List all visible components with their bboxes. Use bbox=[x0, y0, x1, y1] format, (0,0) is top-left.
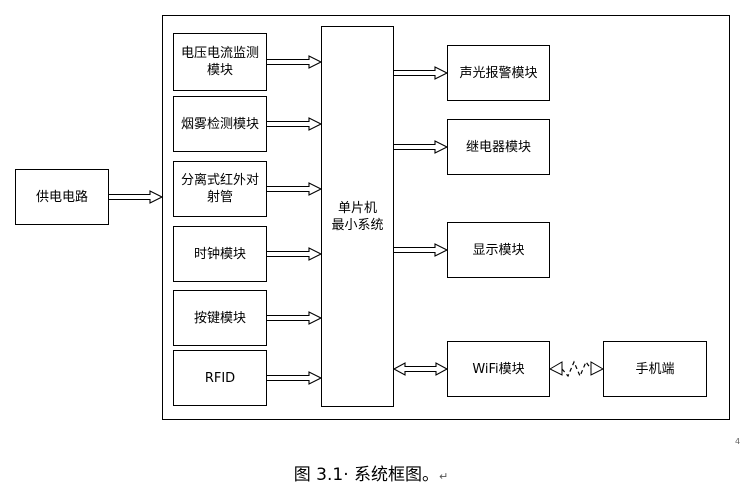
mcu-label-line-1: 单片机 bbox=[337, 200, 377, 216]
mcu-label-line-2: 最小系统 bbox=[331, 217, 384, 233]
input-block-clock: 时钟模块 bbox=[173, 226, 267, 282]
wireless-arrowhead-left bbox=[548, 361, 563, 376]
power-supply-label: 供电电路 bbox=[35, 189, 88, 205]
input-block-smoke: 烟雾检测模块 bbox=[173, 96, 267, 152]
arrow-input-5-to-mcu bbox=[267, 311, 323, 325]
input-label-smoke: 烟雾检测模块 bbox=[180, 116, 259, 132]
input-block-voltage-current: 电压电流监测模块 bbox=[173, 33, 267, 91]
caption-return-mark: ↵ bbox=[439, 470, 449, 483]
output-label-relay: 继电器模块 bbox=[465, 139, 531, 155]
arrow-power-to-system bbox=[109, 190, 164, 204]
input-label-voltage-current: 电压电流监测模块 bbox=[180, 46, 259, 78]
arrow-mcu-to-output-3 bbox=[394, 243, 449, 257]
arrow-input-2-to-mcu bbox=[267, 117, 323, 131]
output-label-wifi: WiFi模块 bbox=[472, 361, 525, 377]
arrow-input-6-to-mcu bbox=[267, 371, 323, 385]
phone-label: 手机端 bbox=[635, 361, 675, 377]
arrow-input-4-to-mcu bbox=[267, 247, 323, 261]
input-label-infrared: 分离式红外对射管 bbox=[180, 173, 259, 205]
input-block-keys: 按键模块 bbox=[173, 290, 267, 346]
output-label-alarm: 声光报警模块 bbox=[459, 65, 538, 81]
output-block-display: 显示模块 bbox=[447, 222, 550, 278]
arrow-input-1-to-mcu bbox=[267, 55, 323, 69]
mcu-block: 单片机 最小系统 bbox=[321, 26, 394, 407]
caption-text: 图 3.1· 系统框图。 bbox=[293, 465, 440, 485]
arrow-mcu-to-output-1 bbox=[394, 66, 449, 80]
wireless-arrowhead-right bbox=[590, 361, 605, 376]
arrow-input-3-to-mcu bbox=[267, 182, 323, 196]
output-block-alarm: 声光报警模块 bbox=[447, 45, 550, 101]
input-label-clock: 时钟模块 bbox=[193, 246, 246, 262]
input-label-rfid: RFID bbox=[204, 370, 236, 386]
system-boundary bbox=[162, 15, 730, 420]
output-block-relay: 继电器模块 bbox=[447, 119, 550, 175]
arrow-mcu-wifi-bidirectional bbox=[392, 362, 449, 376]
input-block-rfid: RFID bbox=[173, 350, 267, 406]
output-label-display: 显示模块 bbox=[472, 242, 525, 258]
wireless-link-line bbox=[561, 360, 592, 378]
input-label-keys: 按键模块 bbox=[193, 310, 246, 326]
phone-block: 手机端 bbox=[603, 341, 707, 397]
input-block-infrared: 分离式红外对射管 bbox=[173, 161, 267, 217]
mcu-label: 单片机 最小系统 bbox=[327, 200, 387, 234]
power-supply-block: 供电电路 bbox=[15, 169, 109, 225]
figure-caption: 图 3.1· 系统框图。↵ bbox=[0, 460, 742, 485]
arrow-mcu-to-output-2 bbox=[394, 140, 449, 154]
page-mark: 4 bbox=[735, 437, 741, 446]
output-block-wifi: WiFi模块 bbox=[447, 341, 550, 397]
